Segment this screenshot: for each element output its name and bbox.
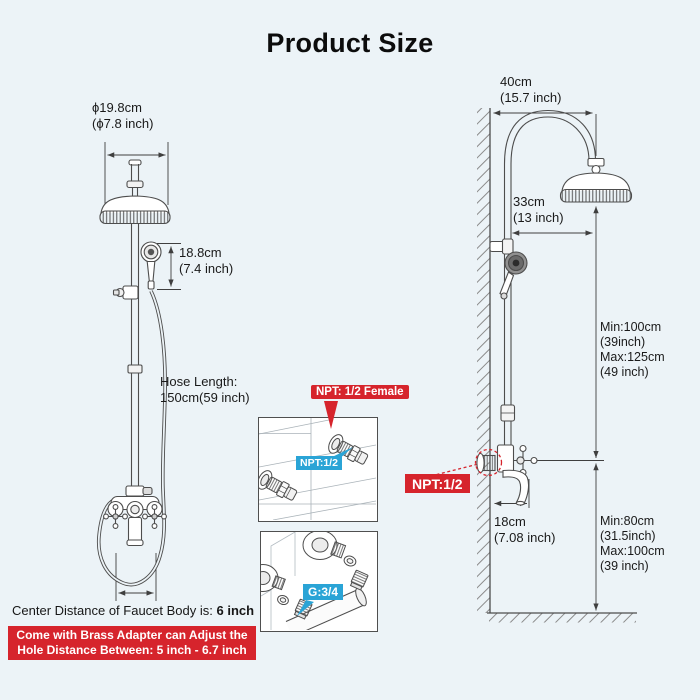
- hose-length-label: Hose Length: 150cm(59 inch): [160, 374, 250, 405]
- lower-height-label: Min:80cm (31.5inch) Max:100cm (39 inch): [600, 514, 665, 573]
- npt-half-tag: NPT:1/2: [296, 456, 342, 470]
- left-cross-handle: [142, 504, 167, 529]
- left-hand-shower: [112, 241, 162, 300]
- npt-right-tag: NPT:1/2: [405, 474, 470, 493]
- right-hand-shower: [499, 251, 528, 300]
- page-title: Product Size: [266, 28, 434, 58]
- right-faucet: [476, 444, 538, 506]
- spout-length-label: 18cm (7.08 inch): [494, 514, 556, 545]
- center-distance-note: Center Distance of Faucet Body is: 6 inc…: [12, 603, 255, 618]
- wall-and-floor: [477, 108, 637, 623]
- g34-tag: G:3/4: [303, 584, 344, 600]
- gooseneck-arm: [503, 109, 605, 175]
- wall-flanges: [261, 532, 357, 606]
- left-riser-pipe: [127, 223, 143, 486]
- brass-adapter-note: Come with Brass Adapter can Adjust the H…: [8, 626, 256, 660]
- left-shower-hose: [96, 290, 167, 587]
- right-dimension-lines: [493, 110, 604, 611]
- hand-shower-length-label: 18.8cm (7.4 inch): [179, 245, 234, 276]
- inset-g34-drawing: [261, 532, 369, 631]
- blue-pointer: [297, 600, 314, 616]
- left-faucet-body: [103, 485, 167, 547]
- left-cross-handle: [103, 504, 128, 529]
- npt-female-pointer: [324, 401, 338, 429]
- right-riser-pipe: [489, 164, 516, 446]
- right-installation-figure: [430, 108, 637, 623]
- right-rain-shower-head: [559, 172, 633, 203]
- left-dimension-lines: [104, 142, 181, 601]
- head-offset-label: 33cm (13 inch): [513, 194, 564, 225]
- wall-lines: [261, 532, 296, 630]
- head-diameter-label: ϕ19.8cm (ϕ7.8 inch): [92, 100, 154, 131]
- left-rain-shower-head: [99, 159, 171, 225]
- left-shower-figure: [96, 142, 181, 601]
- arm-width-label: 40cm (15.7 inch): [500, 74, 562, 105]
- faucet-body-back: [285, 569, 369, 631]
- upper-height-label: Min:100cm (39inch) Max:125cm (49 inch): [600, 320, 665, 379]
- npt-female-tag: NPT: 1/2 Female: [311, 385, 409, 399]
- inset-g34-connection: [260, 531, 378, 632]
